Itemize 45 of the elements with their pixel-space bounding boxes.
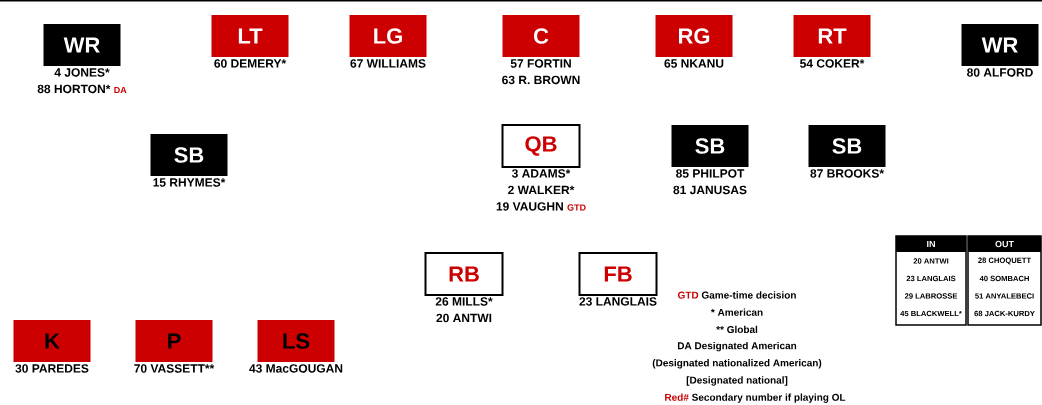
position-box: RT <box>793 15 871 57</box>
player-names: 67 WILLIAMS <box>350 59 426 68</box>
player-names: 60 DEMERY* <box>214 59 287 68</box>
position-box: FB <box>578 252 658 296</box>
legend-text: (Designated nationalized American) <box>652 359 822 369</box>
player-names: 57 FORTIN 63 R. BROWN <box>502 59 580 85</box>
node-label: GTD <box>567 204 586 211</box>
position-box: WR <box>43 24 121 66</box>
player-names: 23 LANGLAIS <box>579 297 657 306</box>
player-names: 65 NKANU <box>664 59 724 68</box>
player-names: 4 JONES* 88 HORTON* DA <box>37 68 127 94</box>
position-box: RG <box>655 15 733 57</box>
position-box: RB <box>424 252 504 296</box>
player-names: 87 BROOKS* <box>810 169 884 178</box>
table-header: OUT <box>968 236 1041 252</box>
player-names: 3 ADAMS* 2 WALKER* 19 VAUGHN GTD <box>496 169 586 211</box>
node-label: 2 WALKER* <box>508 185 575 195</box>
legend-text: Red# Secondary number if playing OL <box>665 393 846 403</box>
position-box: LT <box>211 15 289 57</box>
position-box: P <box>135 320 213 362</box>
player-names: 54 COKER* <box>800 59 865 68</box>
legend-text: * American <box>710 308 763 316</box>
position-box: QB <box>501 124 581 168</box>
position-box: SB <box>808 125 886 167</box>
player-names: 26 MILLS* 20 ANTWI <box>435 297 493 323</box>
player-names: 80 ALFORD <box>967 68 1033 77</box>
player-names: 43 MacGOUGAN <box>249 364 343 373</box>
legend-text: DA Designated American <box>677 341 797 352</box>
node-label: 3 ADAMS* <box>511 169 571 178</box>
legend-text: ** Global <box>716 325 758 334</box>
table-header: IN <box>896 236 966 252</box>
node-label: 19 VAUGHN <box>496 202 563 211</box>
player-names: 85 PHILPOT 81 JANUSAS <box>673 169 747 195</box>
position-box: WR <box>961 24 1039 66</box>
legend-text: GTD Game-time decision <box>677 291 796 299</box>
position-box: LG <box>349 15 427 57</box>
player-names: 15 RHYMES* <box>153 178 226 187</box>
position-box: C <box>502 15 580 57</box>
position-box: SB <box>150 134 228 176</box>
player-names: 70 VASSETT** <box>134 364 215 373</box>
position-box: LS <box>257 320 335 362</box>
player-names: 30 PAREDES <box>15 364 89 373</box>
position-box: SB <box>671 125 749 167</box>
legend-text: [Designated national] <box>686 376 788 386</box>
position-box: K <box>13 320 91 362</box>
